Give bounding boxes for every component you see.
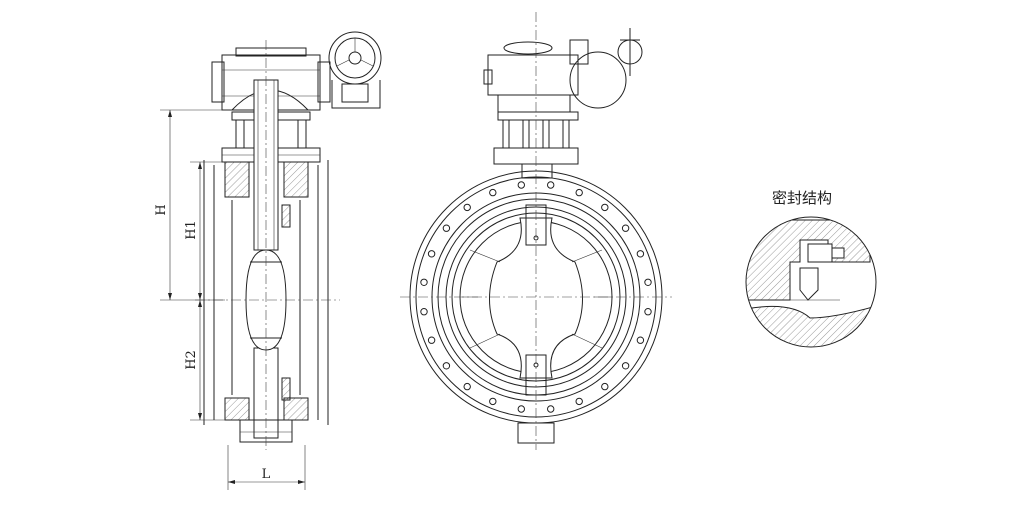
- bolt-hole: [463, 203, 471, 212]
- bolt-hole: [547, 405, 555, 413]
- bolt-hole: [489, 397, 497, 406]
- front-gearbox: [483, 28, 643, 113]
- seal-structure-detail: 密封结构: [745, 189, 877, 348]
- dim-label-h1: H1: [184, 220, 199, 240]
- dim-label-l: L: [262, 467, 271, 482]
- bolt-hole: [517, 405, 525, 413]
- bolt-hole: [644, 278, 652, 286]
- bolt-hole: [601, 382, 609, 391]
- bolt-hole: [427, 336, 436, 344]
- bolt-hole: [636, 336, 645, 344]
- bolt-hole: [420, 278, 428, 286]
- bolt-hole: [601, 203, 609, 212]
- flange-bolt-holes: [420, 181, 652, 413]
- bolt-hole: [427, 250, 436, 258]
- handwheel-icon: [328, 31, 382, 109]
- detail-caption: 密封结构: [772, 189, 832, 207]
- bolt-hole: [575, 397, 583, 406]
- bolt-hole: [644, 308, 652, 316]
- bolt-hole: [621, 224, 630, 232]
- bolt-hole: [517, 181, 525, 189]
- front-view: [400, 12, 672, 450]
- bolt-hole: [442, 362, 451, 370]
- dim-label-h2: H2: [184, 350, 199, 370]
- dimension-lines: H H1 H2 L: [154, 109, 306, 490]
- bolt-hole: [621, 362, 630, 370]
- bolt-hole: [547, 181, 555, 189]
- side-section-view: [195, 31, 382, 450]
- gearbox-actuator: [211, 31, 382, 111]
- bolt-hole: [489, 188, 497, 197]
- bolt-hole: [575, 188, 583, 197]
- bolt-hole: [463, 382, 471, 391]
- front-handwheel-icon: [617, 28, 643, 76]
- bolt-hole: [636, 250, 645, 258]
- bolt-hole: [420, 308, 428, 316]
- bolt-hole: [442, 224, 451, 232]
- dim-label-h: H: [154, 204, 169, 215]
- butterfly-disc: [489, 217, 583, 379]
